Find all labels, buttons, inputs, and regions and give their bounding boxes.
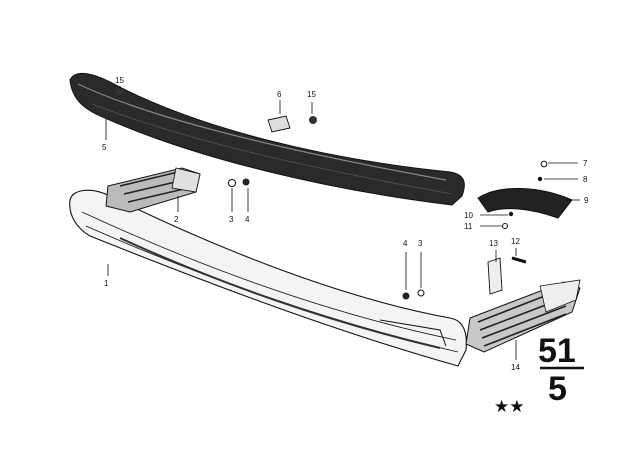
bracket-part <box>267 115 291 133</box>
group-number: 51 5 <box>538 332 584 408</box>
callout-2: 2 <box>174 215 179 224</box>
callout-labels: 1 2 3 4 5 6 15 15 7 8 9 10 11 13 12 4 3 … <box>102 76 589 372</box>
callout-15-right: 15 <box>307 90 316 99</box>
callout-13: 13 <box>489 239 498 248</box>
callout-1: 1 <box>104 279 109 288</box>
bumper-blade-part <box>69 73 465 206</box>
callout-7: 7 <box>583 159 588 168</box>
callout-11: 11 <box>464 222 473 231</box>
callout-12: 12 <box>511 237 520 246</box>
callout-8: 8 <box>583 175 588 184</box>
group-number-bottom: 5 <box>548 370 567 408</box>
callout-15-left: 15 <box>115 76 124 85</box>
star-marks: ★★ <box>494 397 524 416</box>
bracket-13-part <box>487 257 503 295</box>
callout-14: 14 <box>511 363 520 372</box>
callout-5: 5 <box>102 143 107 152</box>
callout-4: 4 <box>245 215 250 224</box>
callout-9: 9 <box>584 196 589 205</box>
callout-3-lower: 3 <box>418 239 423 248</box>
left-bellows-part <box>105 167 201 213</box>
group-number-top: 51 <box>538 332 576 370</box>
callout-4-lower: 4 <box>403 239 408 248</box>
callout-10: 10 <box>464 211 473 220</box>
bumper-bar-part <box>69 189 467 367</box>
cover-plate-part <box>477 187 573 219</box>
fasteners <box>116 88 548 300</box>
leader-lines <box>105 86 580 360</box>
callout-3: 3 <box>229 215 234 224</box>
callout-6: 6 <box>277 90 282 99</box>
right-bellows-part <box>465 279 581 353</box>
